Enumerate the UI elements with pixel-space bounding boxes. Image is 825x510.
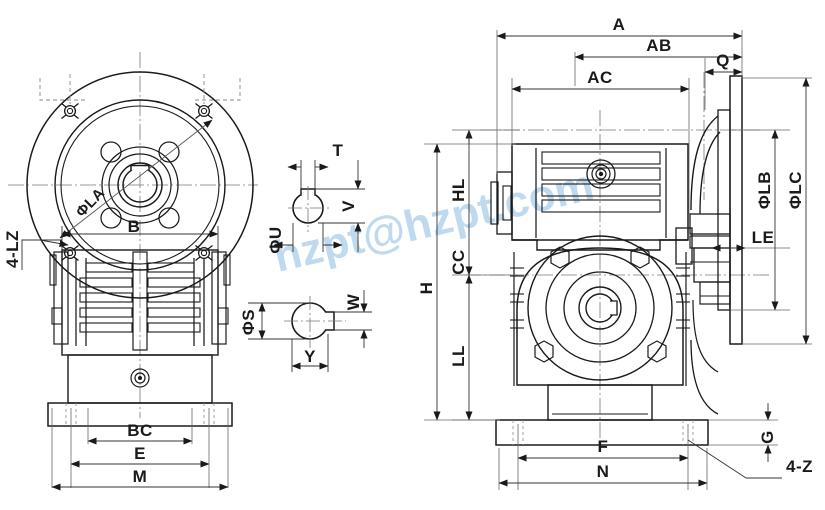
label-a: A (613, 15, 626, 34)
corner-bracket (39, 74, 241, 104)
label-w: W (344, 293, 363, 310)
label-ll: LL (449, 345, 468, 367)
cover-bolt (534, 246, 667, 363)
label-4-lz: 4-LZ (3, 230, 22, 268)
label-ab: AB (646, 36, 672, 55)
detail-input-shaft (248, 290, 372, 372)
label-e: E (134, 444, 146, 463)
shaft-circle-u (292, 192, 324, 224)
label-f: F (598, 437, 609, 456)
upper-housing (490, 143, 689, 251)
side-right-extension-lines (730, 77, 812, 345)
label-phi-s: ΦS (239, 309, 258, 335)
base-plate (47, 402, 233, 427)
housing-outer-circle (26, 71, 254, 299)
housing-body (49, 249, 231, 356)
label-t: T (333, 141, 344, 160)
side-view (424, 30, 812, 490)
four-z-leader (687, 439, 782, 479)
keyway-slot (130, 164, 150, 171)
label-g: G (758, 430, 777, 444)
label-hl: HL (449, 178, 468, 202)
label-b: B (128, 217, 141, 236)
label-bc: BC (127, 421, 153, 440)
front-view (8, 52, 258, 491)
label-phi-lb: ΦLB (755, 171, 774, 209)
label-4-z: 4-Z (786, 457, 813, 476)
motor-adapter (675, 75, 743, 415)
label-v: V (339, 200, 358, 212)
flange-outer-circle (54, 99, 226, 271)
label-m: M (133, 467, 148, 486)
label-phi-lc: ΦLC (786, 171, 805, 209)
phi-la-leader (59, 119, 213, 239)
label-le: LE (752, 228, 775, 247)
four-lz-leader (21, 239, 69, 270)
label-q: Q (716, 51, 730, 70)
side-base-plate (495, 419, 709, 446)
gear-housing (510, 235, 690, 386)
label-ac: AC (587, 68, 613, 87)
label-phi-u: ΦU (266, 226, 285, 253)
label-y: Y (304, 347, 316, 366)
label-n: N (597, 462, 610, 481)
label-h: H (417, 282, 436, 295)
label-cc: CC (449, 249, 468, 275)
detail-output-shaft (273, 160, 365, 252)
